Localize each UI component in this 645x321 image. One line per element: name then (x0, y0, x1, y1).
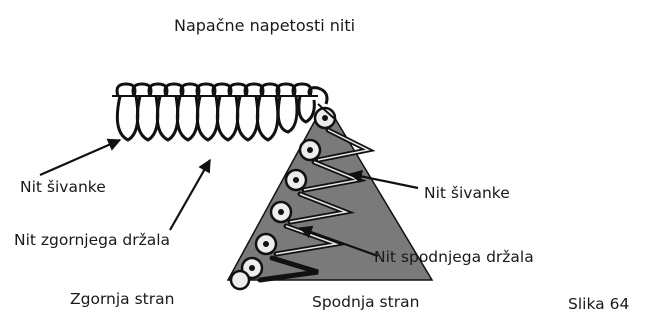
label-lower-looper-thread: Nit spodnjega držala (374, 250, 534, 266)
label-top-side: Zgornja stran (70, 292, 174, 308)
label-needle-thread-right: Nit šivanke (424, 186, 510, 202)
hanging-loops (117, 96, 314, 140)
arrow-upper-looper (170, 160, 210, 230)
label-needle-thread-left: Nit šivanke (20, 180, 106, 196)
figure-number: Slika 64 (568, 297, 629, 313)
label-upper-looper-thread: Nit zgornjega držala (14, 233, 170, 249)
arrow-needle-thread-left (40, 140, 120, 175)
label-bottom-side: Spodnja stran (312, 295, 419, 311)
